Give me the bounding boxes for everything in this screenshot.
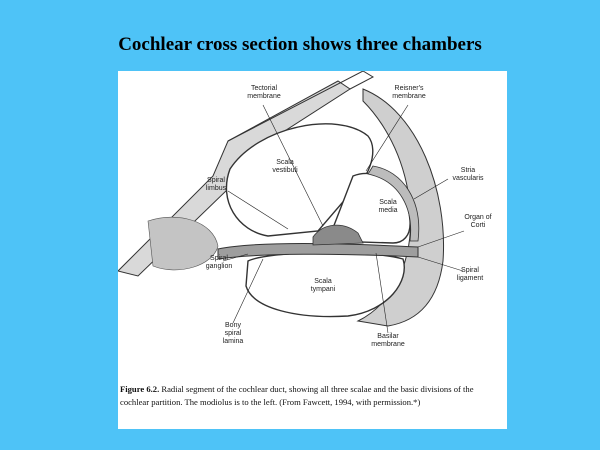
scala-vestibuli-chamber — [225, 123, 374, 237]
label-spiral-ganglion: Spiral ganglion — [205, 255, 233, 270]
figure-caption: Figure 6.2. Radial segment of the cochle… — [120, 383, 502, 409]
outer-capsule — [356, 88, 445, 327]
label-reissners-membrane: Reisner's membrane — [392, 85, 426, 100]
label-spiral-ligament: Spiral ligament — [456, 267, 484, 282]
organ-of-corti-shape — [312, 224, 364, 246]
slide-title: Cochlear cross section shows three chamb… — [118, 34, 482, 55]
cochlea-cross-section-drawing — [118, 71, 465, 334]
figure-panel: Tectorial membrane Reisner's membrane Sp… — [118, 71, 507, 429]
spiral-ganglion-region — [147, 216, 219, 271]
caption-figure-number: Figure 6.2. — [120, 384, 160, 394]
label-tectorial-membrane: Tectorial membrane — [247, 85, 281, 100]
label-bony-spiral-lamina: Bony spiral lamina — [222, 322, 244, 345]
bony-wall-top — [227, 71, 375, 142]
leader-lines — [222, 104, 465, 334]
label-scala-media: Scala media — [378, 199, 398, 214]
label-stria-vascularis: Stria vascularis — [452, 167, 484, 182]
label-scala-tympani: Scala tympani — [310, 278, 336, 293]
label-scala-vestibuli: Scala vestibuli — [272, 159, 298, 174]
label-basilar-membrane: Basilar membrane — [371, 333, 405, 348]
stria-vascularis-band — [367, 165, 420, 242]
label-spiral-limbus: Spiral limbus — [205, 177, 227, 192]
label-organ-of-corti: Organ of Corti — [464, 214, 492, 229]
caption-text: Radial segment of the cochlear duct, sho… — [120, 384, 474, 407]
